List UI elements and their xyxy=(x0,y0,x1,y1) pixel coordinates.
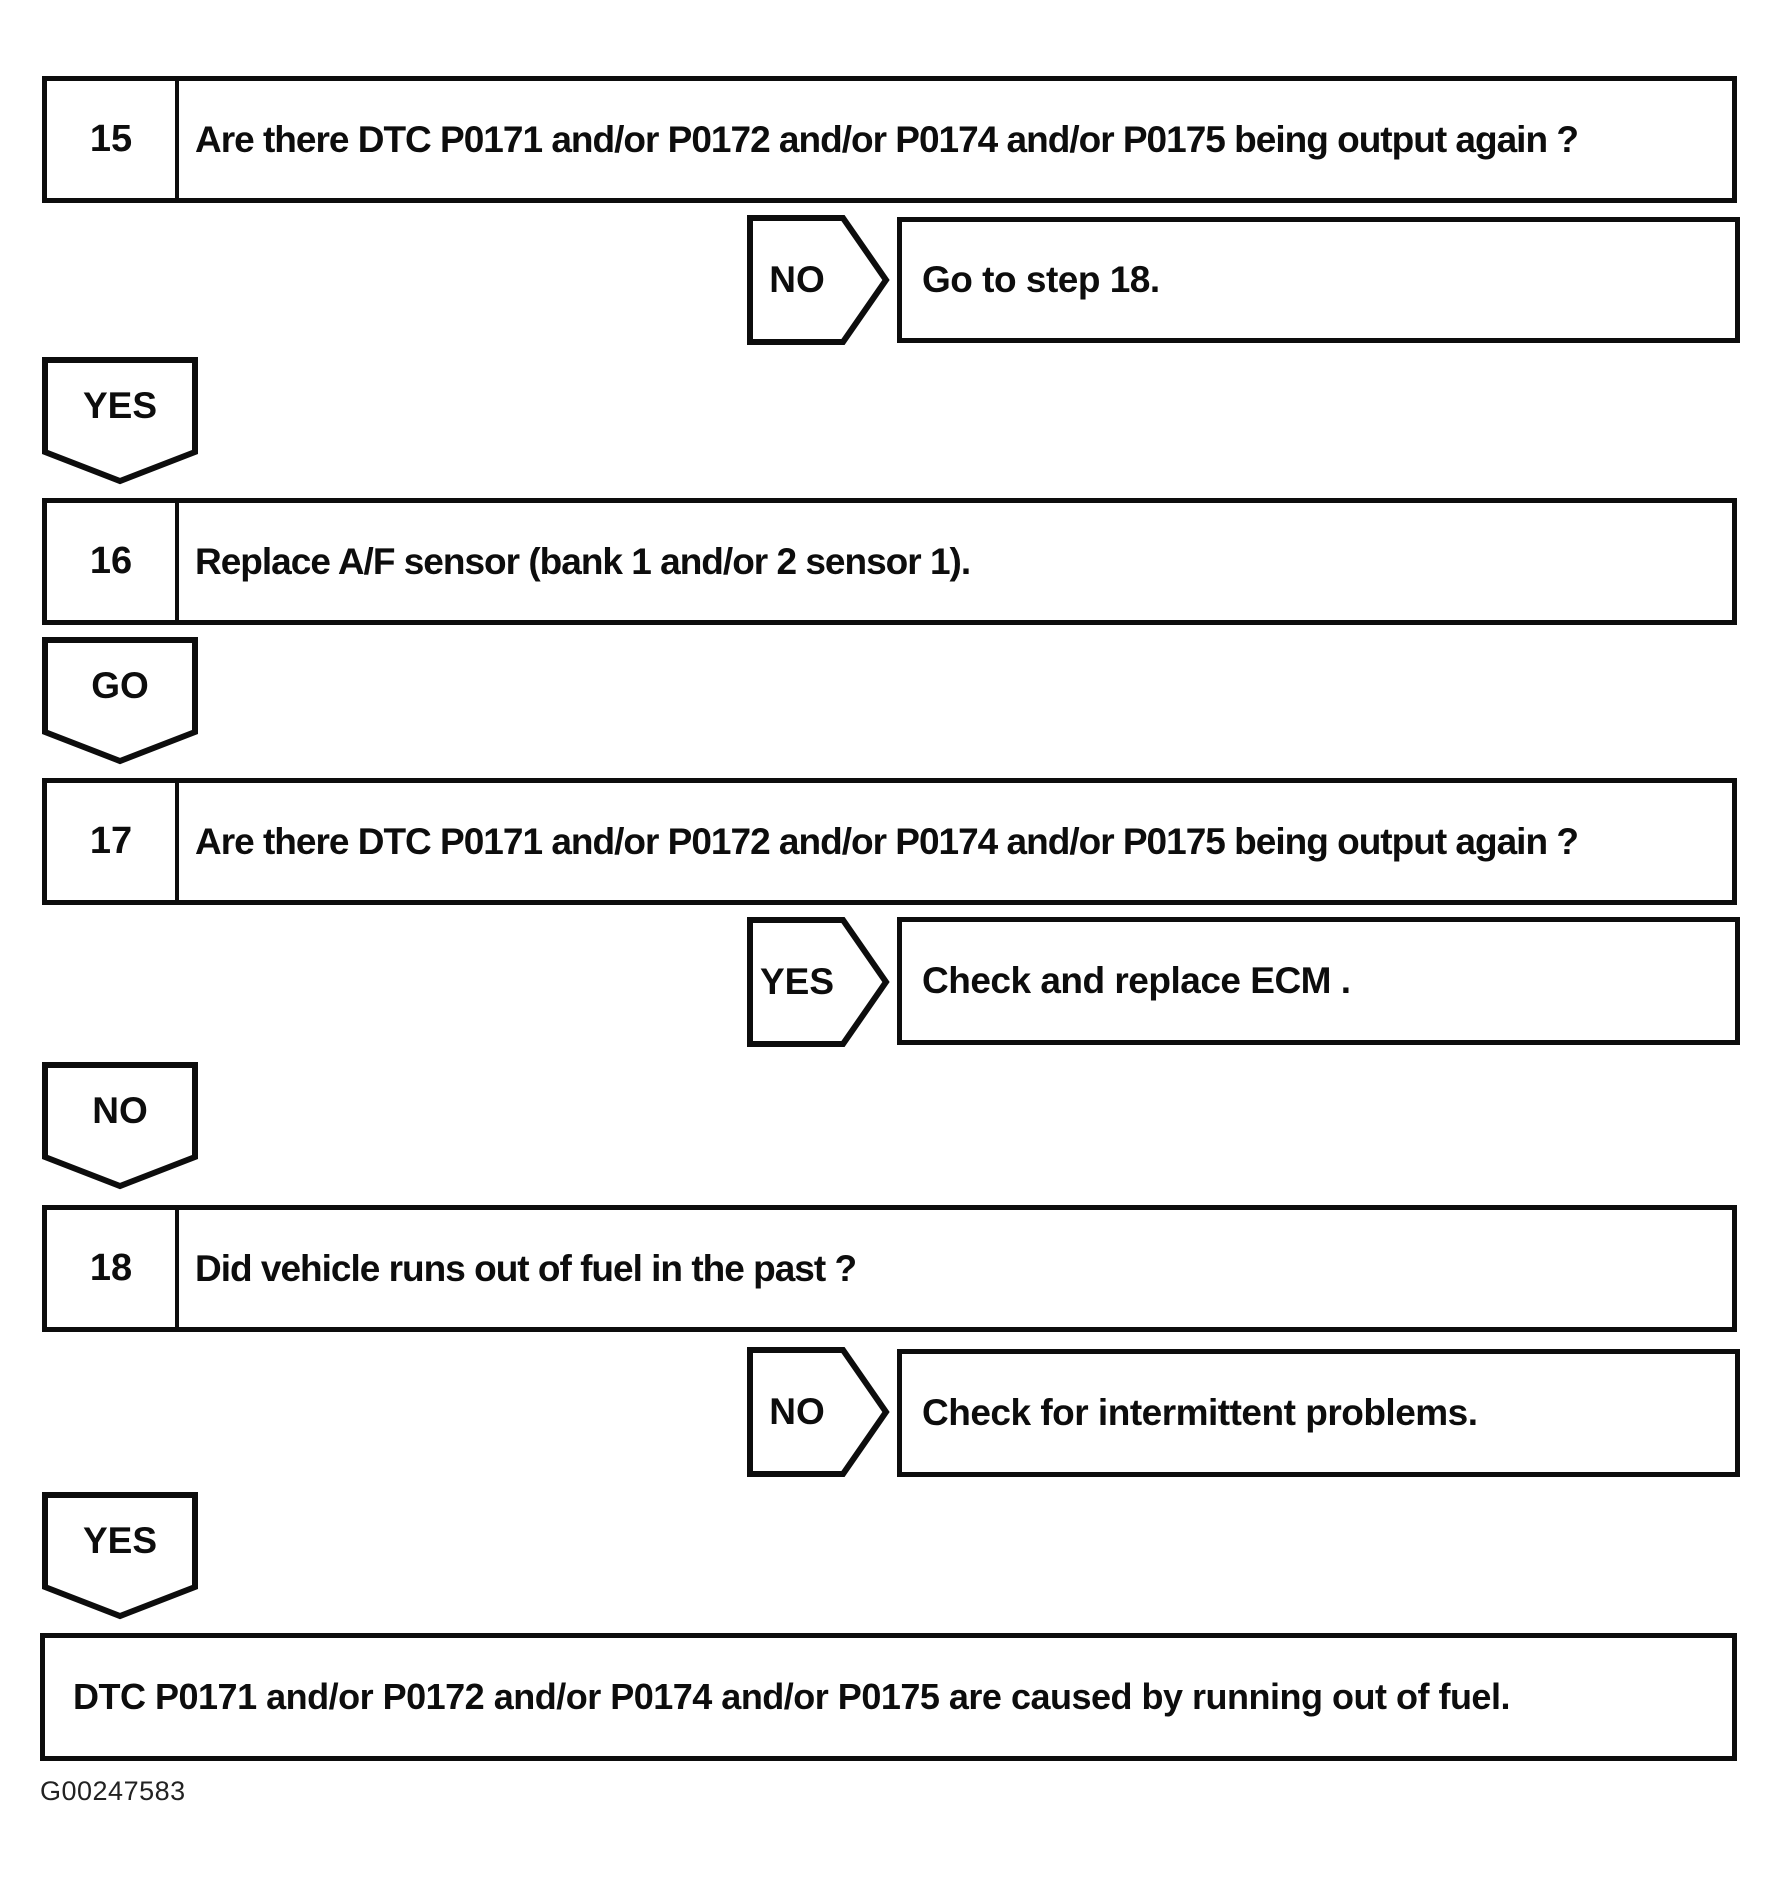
step-15-branch-label: NO xyxy=(769,259,825,300)
step-18-branch-result-box: Check for intermittent problems. xyxy=(897,1349,1740,1477)
step-15-branch-result-box: Go to step 18. xyxy=(897,217,1740,343)
conclusion-box: DTC P0171 and/or P0172 and/or P0174 and/… xyxy=(40,1633,1737,1761)
step-17-box: 17 Are there DTC P0171 and/or P0172 and/… xyxy=(42,778,1737,905)
pentagon-arrow-right-icon xyxy=(747,215,890,345)
step-15-box: 15 Are there DTC P0171 and/or P0172 and/… xyxy=(42,76,1737,203)
step-15-number: 15 xyxy=(47,81,179,198)
pentagon-arrow-right-icon xyxy=(747,1347,890,1477)
step-17-continue-arrow: NO xyxy=(42,1062,198,1190)
conclusion-text: DTC P0171 and/or P0172 and/or P0174 and/… xyxy=(73,1676,1510,1717)
step-17-continue-label: NO xyxy=(92,1089,148,1131)
step-15-branch-connector: NO xyxy=(747,215,890,345)
step-18-number: 18 xyxy=(47,1210,179,1327)
step-18-branch-label: NO xyxy=(769,1391,825,1432)
step-15-continue-arrow: YES xyxy=(42,357,198,485)
step-18-branch-result-text: Check for intermittent problems. xyxy=(922,1392,1478,1433)
pentagon-arrow-right-icon xyxy=(747,917,890,1047)
figure-id-label: G00247583 xyxy=(40,1776,186,1806)
step-17-question: Are there DTC P0171 and/or P0172 and/or … xyxy=(195,820,1579,862)
step-16-question: Replace A/F sensor (bank 1 and/or 2 sens… xyxy=(195,540,971,582)
step-18-box: 18 Did vehicle runs out of fuel in the p… xyxy=(42,1205,1737,1332)
pentagon-arrow-down-icon xyxy=(42,1492,198,1620)
pentagon-arrow-down-icon xyxy=(42,357,198,485)
pentagon-arrow-down-icon xyxy=(42,1062,198,1190)
step-16-continue-arrow: GO xyxy=(42,637,198,765)
step-15-continue-label: YES xyxy=(82,384,158,426)
step-18-continue-arrow: YES xyxy=(42,1492,198,1620)
step-17-number: 17 xyxy=(47,783,179,900)
step-17-branch-result-text: Check and replace ECM . xyxy=(922,960,1351,1001)
step-17-branch-result-box: Check and replace ECM . xyxy=(897,917,1740,1045)
step-15-question: Are there DTC P0171 and/or P0172 and/or … xyxy=(195,118,1579,160)
step-18-branch-connector: NO xyxy=(747,1347,890,1477)
step-17-branch-connector: YES xyxy=(747,917,890,1047)
step-18-question: Did vehicle runs out of fuel in the past… xyxy=(195,1247,857,1289)
step-16-box: 16 Replace A/F sensor (bank 1 and/or 2 s… xyxy=(42,498,1737,625)
step-15-branch-result-text: Go to step 18. xyxy=(922,259,1160,300)
step-17-branch-label: YES xyxy=(759,961,835,1002)
step-18-continue-label: YES xyxy=(82,1519,158,1561)
pentagon-arrow-down-icon xyxy=(42,637,198,765)
step-16-continue-label: GO xyxy=(91,664,149,706)
step-16-number: 16 xyxy=(47,503,179,620)
